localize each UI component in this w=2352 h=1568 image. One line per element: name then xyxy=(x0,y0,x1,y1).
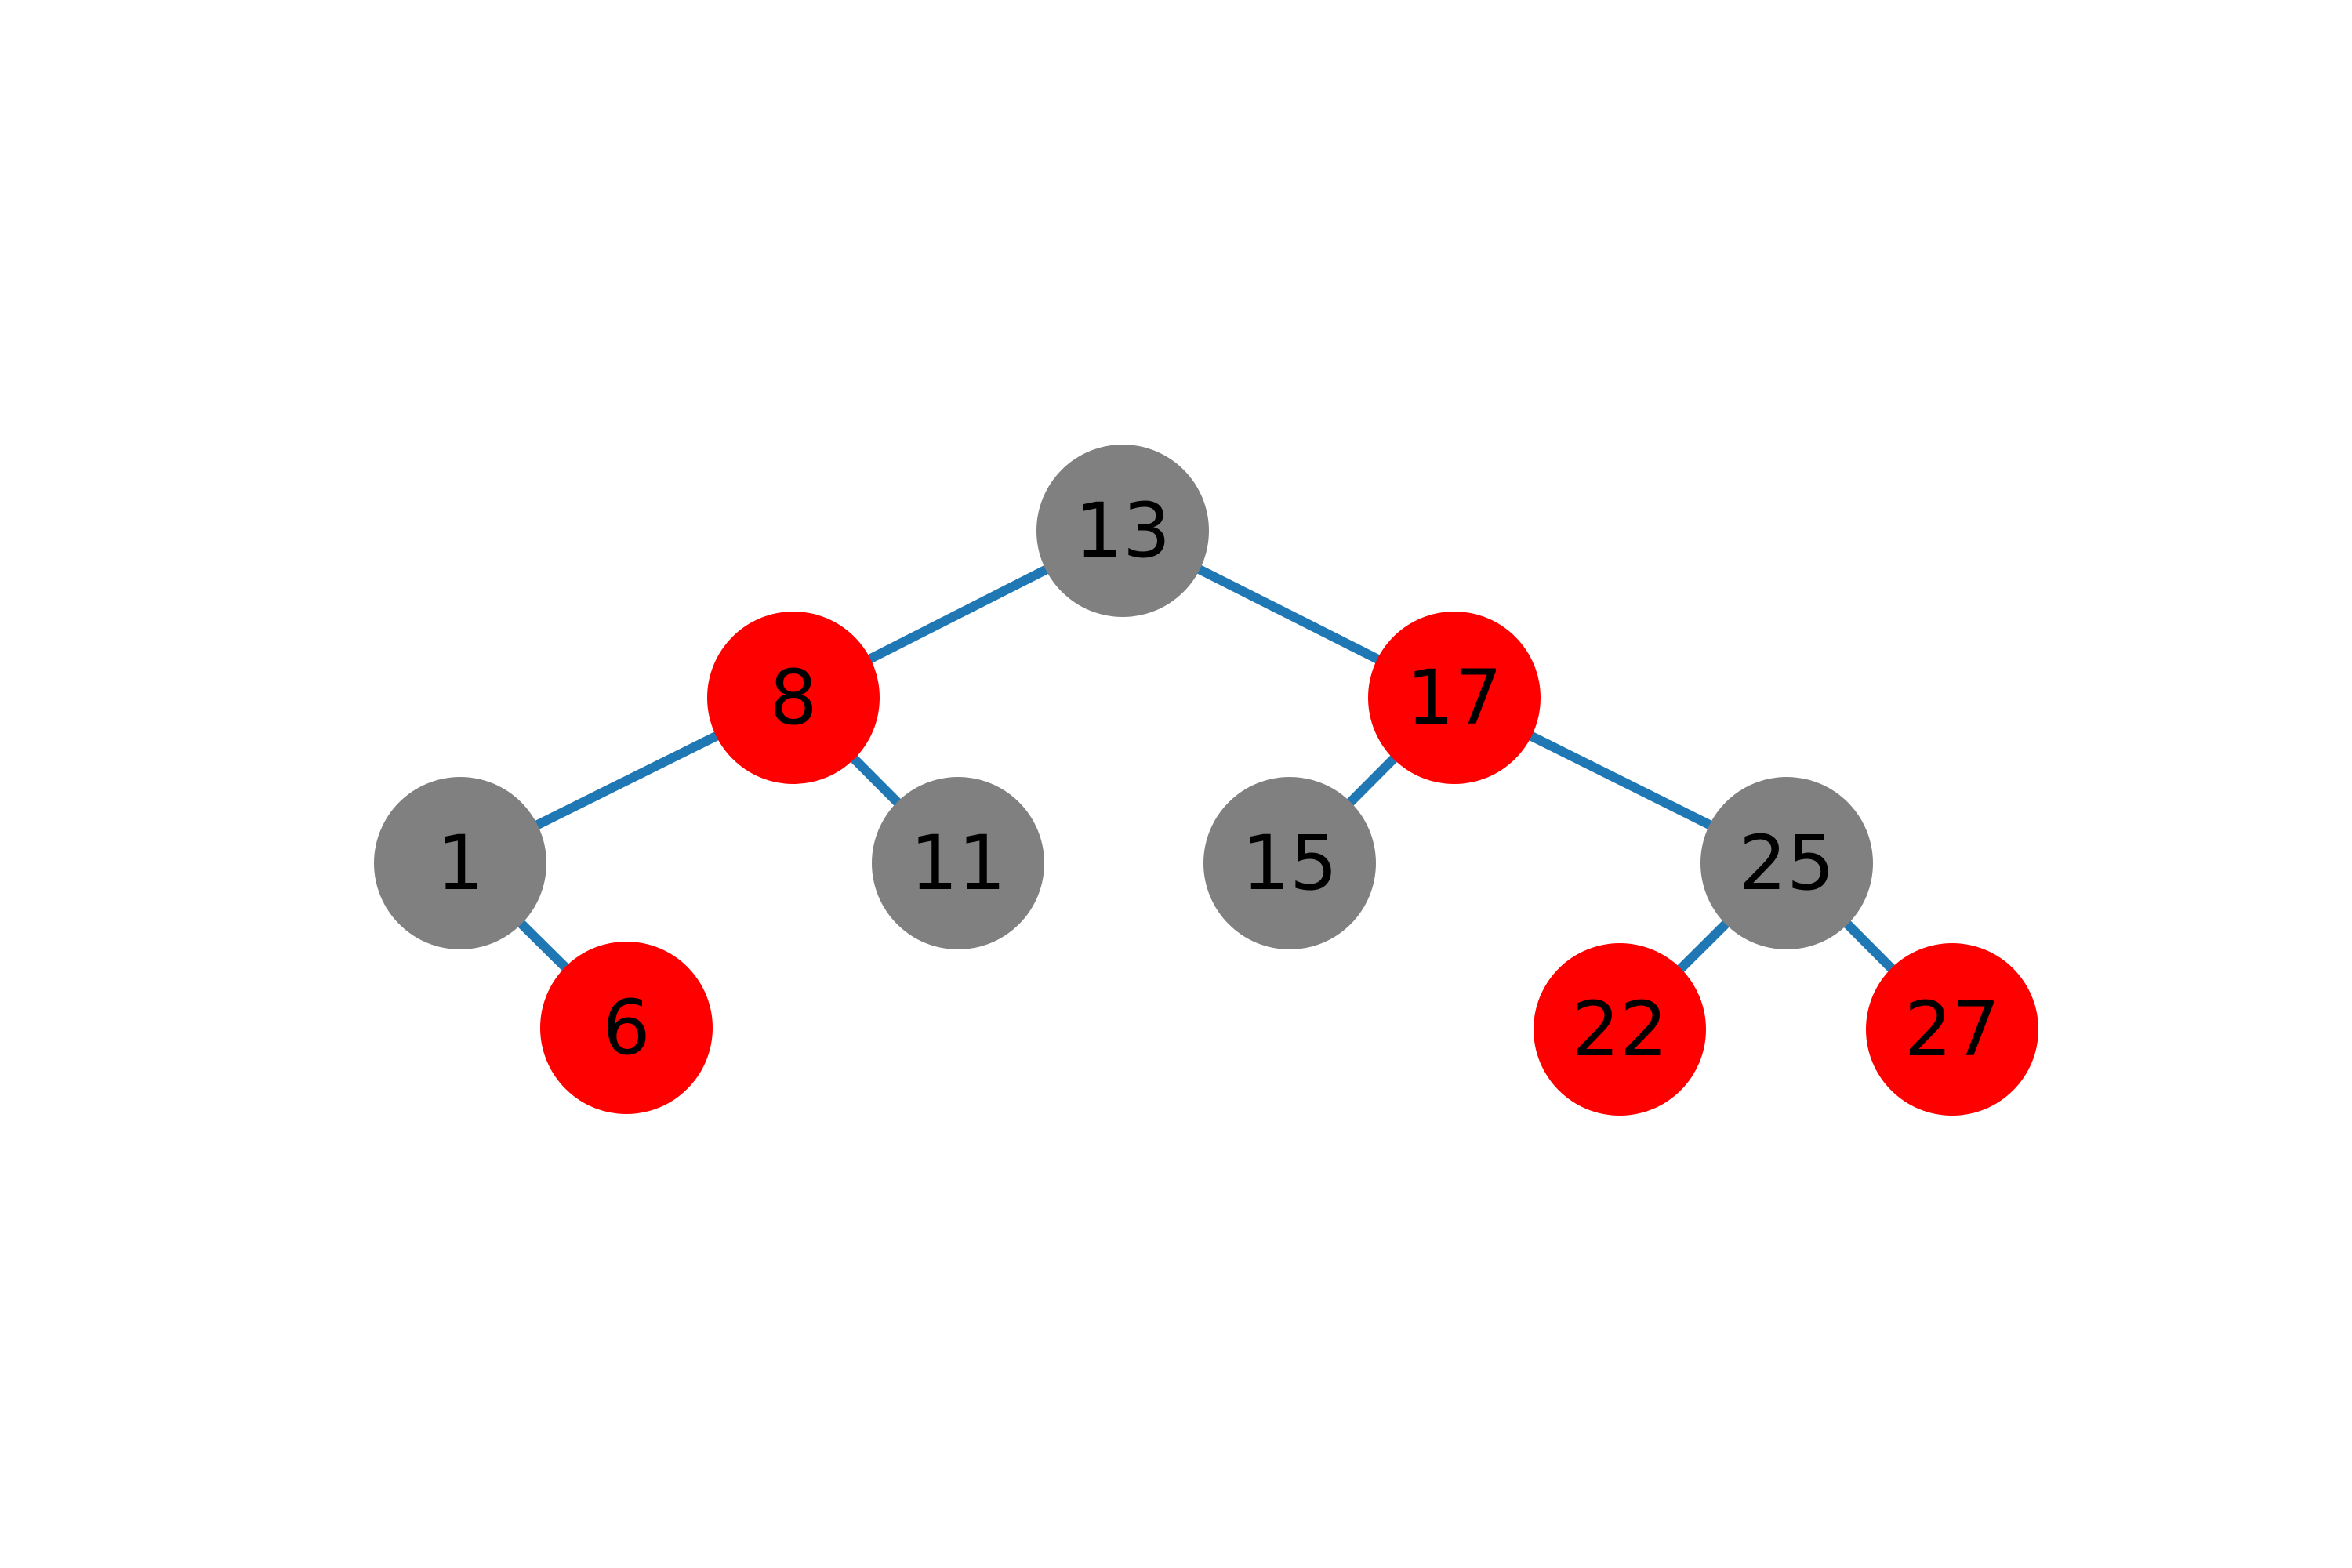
node-circle[interactable] xyxy=(1368,612,1541,784)
node-circle[interactable] xyxy=(1534,943,1706,1116)
tree-node[interactable]: 8 xyxy=(707,612,880,784)
tree-node[interactable]: 27 xyxy=(1866,943,2038,1116)
node-circle[interactable] xyxy=(872,777,1044,949)
node-label: 15 xyxy=(1242,819,1338,907)
node-label: 8 xyxy=(769,654,817,742)
node-label: 25 xyxy=(1739,819,1835,907)
node-circle[interactable] xyxy=(1036,445,1209,617)
node-label: 6 xyxy=(602,984,650,1072)
node-label: 11 xyxy=(910,819,1006,907)
node-label: 27 xyxy=(1904,985,2000,1073)
tree-node[interactable]: 22 xyxy=(1534,943,1706,1116)
tree-node[interactable]: 11 xyxy=(872,777,1044,949)
node-circle[interactable] xyxy=(707,612,880,784)
node-label: 13 xyxy=(1075,487,1171,575)
edges-layer xyxy=(456,526,1956,1033)
node-label: 17 xyxy=(1406,654,1502,742)
tree-node[interactable]: 13 xyxy=(1036,445,1209,617)
tree-node[interactable]: 25 xyxy=(1700,777,1873,949)
node-circle[interactable] xyxy=(1866,943,2038,1116)
node-circle[interactable] xyxy=(1700,777,1873,949)
node-label: 1 xyxy=(436,819,484,907)
node-circle[interactable] xyxy=(1203,777,1376,949)
tree-node[interactable]: 6 xyxy=(540,942,713,1114)
node-circle[interactable] xyxy=(540,942,713,1114)
tree-node[interactable]: 17 xyxy=(1368,612,1541,784)
tree-node[interactable]: 15 xyxy=(1203,777,1376,949)
tree-node[interactable]: 1 xyxy=(374,777,546,949)
node-label: 22 xyxy=(1572,985,1668,1073)
node-circle[interactable] xyxy=(374,777,546,949)
